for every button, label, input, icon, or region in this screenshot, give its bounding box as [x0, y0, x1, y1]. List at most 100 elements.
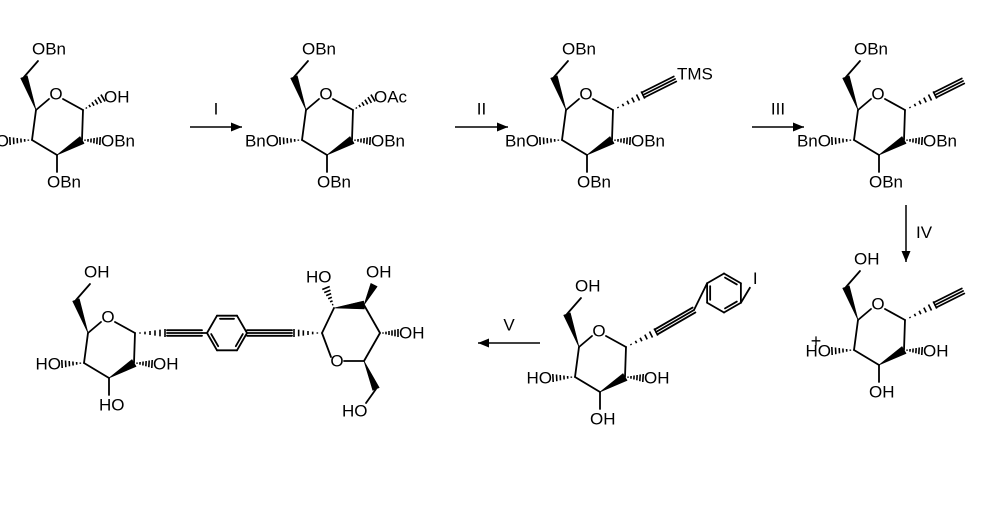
ring-oxygen: O	[871, 294, 884, 313]
wedge-bond	[551, 76, 566, 110]
bond	[885, 99, 905, 110]
acetate-label: OAc	[374, 87, 408, 106]
bond	[84, 333, 88, 363]
reagent-label: III	[771, 99, 785, 118]
bond	[24, 61, 38, 77]
arrow-head	[497, 123, 508, 132]
substituent-label: BnO	[0, 131, 9, 150]
ring-oxygen: O	[319, 84, 332, 103]
substituent-label: HO	[342, 401, 368, 420]
wedge-bond	[843, 76, 858, 110]
substituent-label: OH	[590, 409, 616, 428]
bond	[858, 309, 871, 320]
wedge-bond	[327, 137, 354, 155]
arrow-step-5: V	[478, 315, 540, 347]
hashed-bond	[62, 360, 81, 368]
substituent-label: OH	[644, 368, 670, 387]
bond	[575, 347, 579, 377]
hashed-bond	[832, 137, 851, 145]
bond	[32, 110, 36, 140]
substituent-label: OBn	[923, 131, 957, 150]
substituent-label: BnO	[245, 131, 279, 150]
iodine-label: I	[753, 269, 758, 288]
wedge-bond	[21, 76, 36, 110]
compound-iodophenyl-alkynyl-glycoside: O OH HO OH OH I	[527, 269, 758, 428]
bond	[36, 99, 49, 110]
hashed-bond	[907, 137, 922, 145]
bond	[707, 303, 724, 313]
ring-oxygen: O	[592, 321, 605, 340]
bond	[32, 140, 57, 155]
hashed-bond	[618, 91, 645, 108]
ring-oxygen: O	[579, 84, 592, 103]
hashed-bond	[85, 137, 100, 145]
substituent-label: HO	[527, 368, 553, 387]
triple-bond	[655, 308, 696, 335]
hashed-bond	[615, 137, 630, 145]
substituent-label: OBn	[32, 39, 66, 58]
arrow-head	[478, 339, 489, 348]
bond	[562, 140, 587, 155]
hashed-bond	[140, 329, 165, 337]
bond	[846, 61, 860, 77]
compound-tms-alkynyl-glycoside: OOBnBnOOBnOBnTMS	[505, 39, 713, 191]
substituent-label: OH	[575, 276, 601, 295]
hashed-bond	[322, 287, 333, 305]
bond	[352, 110, 353, 140]
wedge-bond	[843, 286, 858, 320]
wedge-bond	[364, 361, 379, 390]
hashed-bond	[383, 329, 398, 337]
arrow-step-4: IV	[902, 205, 933, 262]
hashed-bond	[280, 137, 299, 145]
substituent-label: OH	[153, 354, 179, 373]
plus-sign: +	[811, 331, 822, 351]
compound-terminal-alkyne-benzylated: OOBnBnOOBnOBn	[797, 39, 964, 191]
hashed-bond	[540, 137, 559, 145]
hashed-bond	[356, 95, 375, 109]
bond	[88, 322, 101, 333]
bond	[725, 302, 737, 309]
bond	[211, 334, 218, 346]
hashed-bond	[294, 329, 317, 337]
wedge-bond	[879, 347, 906, 365]
bond	[84, 363, 109, 378]
substituent-label: BnO	[505, 131, 539, 150]
triple-bond	[642, 76, 677, 97]
bond	[302, 140, 327, 155]
bond	[236, 334, 243, 346]
bond	[854, 350, 879, 365]
substituent-label: OH	[923, 341, 949, 360]
substituent-label: OBn	[371, 131, 405, 150]
substituent-label: OH	[366, 262, 392, 281]
bond	[741, 288, 750, 303]
bond	[854, 140, 879, 155]
wedge-bond	[364, 283, 377, 305]
wedge-bond	[600, 374, 627, 392]
hashed-bond	[631, 328, 658, 345]
compound-glycosyl-acetate: OOBnBnOOBnOBnOAc	[245, 39, 408, 191]
substituent-label: OBn	[577, 172, 611, 191]
bond	[63, 99, 83, 110]
arrow-step-2: II	[455, 99, 508, 131]
hashed-bond	[832, 347, 851, 355]
wedge-bond	[879, 137, 906, 155]
ring-oxygen: O	[101, 307, 114, 326]
hashed-bond	[553, 374, 572, 382]
bond	[333, 99, 353, 110]
wedge-bond	[291, 76, 306, 110]
bond	[854, 320, 858, 350]
reagent-label: V	[503, 315, 515, 334]
bond	[579, 336, 592, 347]
bond	[562, 110, 566, 140]
bond	[567, 298, 581, 314]
hashed-bond	[86, 95, 105, 109]
substituent-label: OBn	[631, 131, 665, 150]
bond	[207, 316, 217, 333]
bond	[846, 271, 860, 287]
bond	[82, 110, 83, 140]
substituent-label: OH	[399, 323, 425, 342]
wedge-bond	[334, 301, 364, 309]
bond	[566, 99, 579, 110]
reagent-label: IV	[916, 223, 933, 242]
